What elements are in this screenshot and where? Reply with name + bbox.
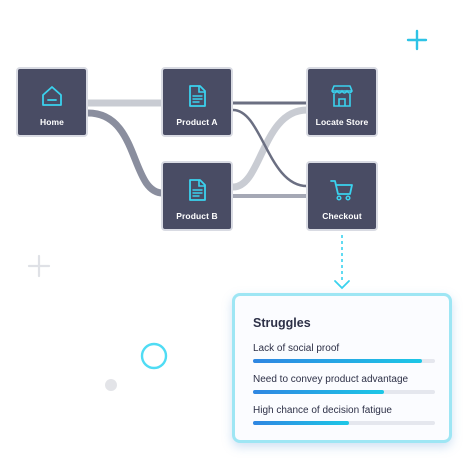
progress-fill (253, 390, 385, 394)
home-icon (42, 86, 62, 106)
link-home-product-b (87, 109, 164, 197)
node-checkout[interactable]: Checkout (306, 161, 378, 231)
cart-icon (330, 180, 353, 201)
node-label: Product A (176, 117, 218, 127)
plus-decoration-icon (27, 254, 51, 278)
struggle-label: Need to convey product advantage (253, 374, 409, 385)
progress-track (253, 359, 435, 363)
node-product-a[interactable]: Product A (161, 67, 233, 137)
struggle-label: High chance of decision fatigue (253, 405, 392, 416)
node-label: Checkout (322, 211, 362, 221)
store-icon (331, 85, 353, 107)
node-product-b[interactable]: Product B (161, 161, 233, 231)
node-label: Locate Store (315, 117, 369, 127)
node-label: Home (39, 117, 65, 127)
document-icon (189, 85, 206, 107)
node-label: Product B (176, 211, 218, 221)
plus-decoration-icon (406, 29, 428, 51)
node-home[interactable]: Home (16, 67, 88, 137)
chevron-down-icon (334, 280, 350, 290)
ring-decoration-icon (140, 342, 168, 370)
progress-fill (253, 359, 423, 363)
progress-track (253, 421, 435, 425)
struggle-item: Need to convey product advantage (253, 374, 435, 394)
struggle-label: Lack of social proof (253, 343, 340, 354)
node-locate-store[interactable]: Locate Store (306, 67, 378, 137)
struggles-card: Struggles Lack of social proof Need to c… (232, 293, 452, 443)
document-icon (189, 179, 206, 201)
link-product-a-checkout (232, 108, 308, 188)
link-product-b-locate-store (232, 106, 308, 191)
dot-decoration-icon (105, 379, 117, 391)
struggle-item: Lack of social proof (253, 343, 435, 363)
struggle-item: High chance of decision fatigue (253, 405, 435, 425)
progress-track (253, 390, 435, 394)
card-title: Struggles (253, 316, 311, 330)
progress-fill (253, 421, 350, 425)
